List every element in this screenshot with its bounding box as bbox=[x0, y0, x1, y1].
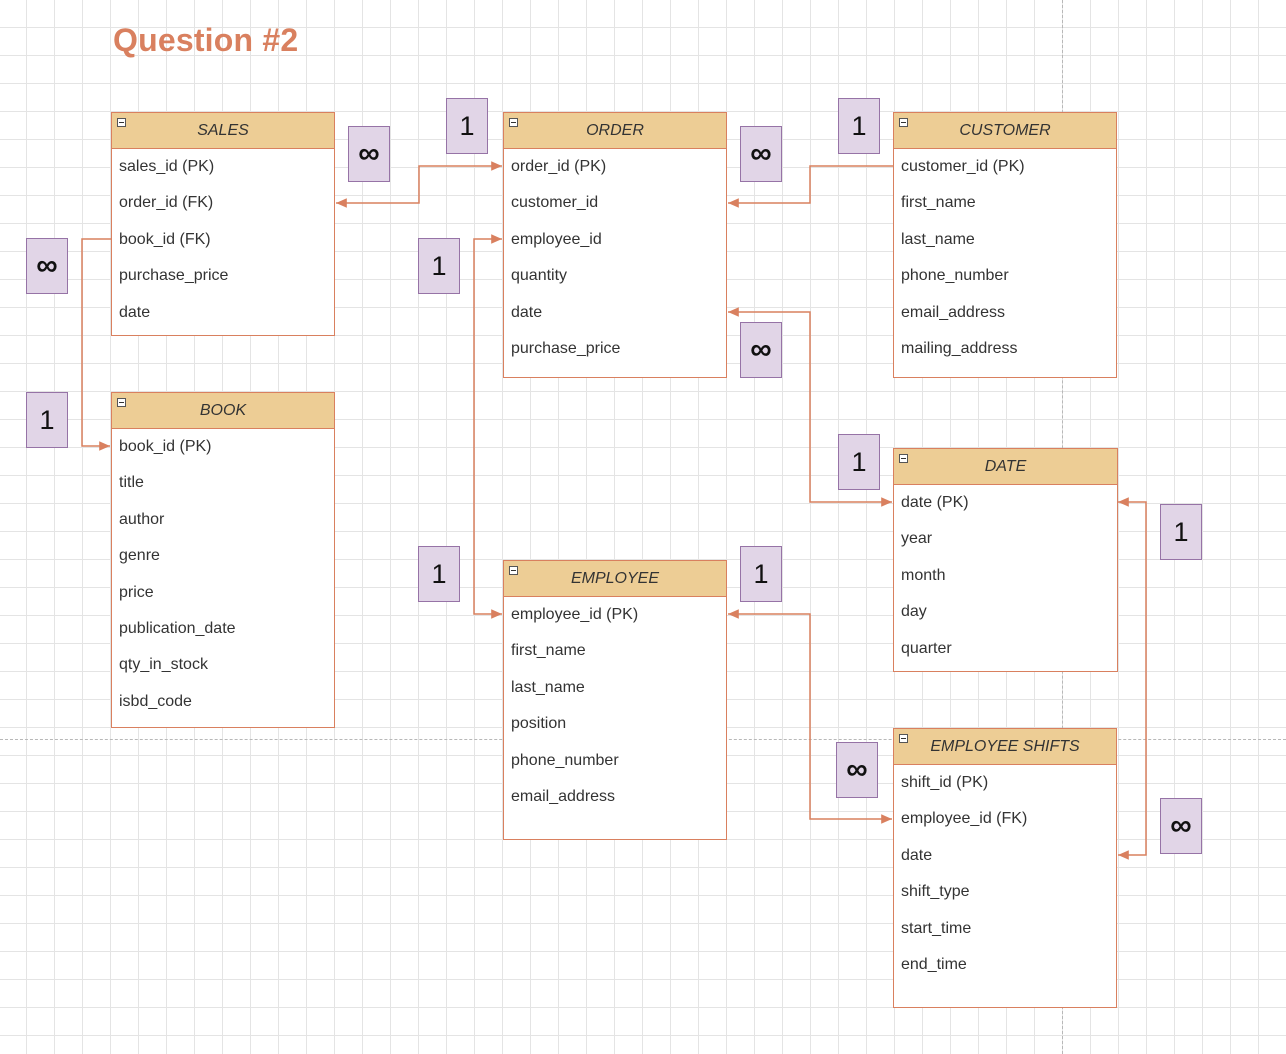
entity-header[interactable]: EMPLOYEE bbox=[504, 561, 726, 597]
entity-employee-shifts[interactable]: EMPLOYEE SHIFTS shift_id (PK) employee_i… bbox=[893, 728, 1117, 1008]
field-email-address[interactable]: email_address bbox=[511, 787, 616, 805]
cardinality-sales-order-many[interactable]: ∞ bbox=[348, 126, 390, 182]
field-customer-id[interactable]: customer_id (PK) bbox=[901, 158, 1025, 175]
entity-header[interactable]: SALES bbox=[112, 113, 334, 149]
entity-name: SALES bbox=[197, 122, 249, 139]
link-customer-to-order[interactable] bbox=[728, 165, 893, 208]
entity-header[interactable]: DATE bbox=[894, 449, 1117, 485]
link-employee-to-shifts[interactable] bbox=[728, 609, 892, 824]
entity-book[interactable]: BOOK book_id (PK) title author genre pri… bbox=[111, 392, 335, 728]
cardinality-order-customer-many[interactable]: ∞ bbox=[740, 126, 782, 182]
field-shift-id[interactable]: shift_id (PK) bbox=[901, 774, 989, 791]
entity-customer[interactable]: CUSTOMER customer_id (PK) first_name las… bbox=[893, 112, 1117, 378]
entity-header[interactable]: BOOK bbox=[112, 393, 334, 429]
field-position[interactable]: position bbox=[511, 715, 567, 733]
entity-header[interactable]: ORDER bbox=[504, 113, 726, 149]
field-start-time[interactable]: start_time bbox=[901, 919, 972, 937]
field-book-id[interactable]: book_id (FK) bbox=[119, 230, 211, 248]
field-customer-id[interactable]: customer_id bbox=[511, 194, 599, 212]
field-date[interactable]: date bbox=[119, 303, 151, 321]
field-book-id[interactable]: book_id (PK) bbox=[119, 438, 212, 455]
field-mailing-address[interactable]: mailing_address bbox=[901, 339, 1018, 357]
field-purchase-price[interactable]: purchase_price bbox=[511, 339, 621, 357]
entity-order[interactable]: ORDER order_id (PK) customer_id employee… bbox=[503, 112, 727, 378]
field-month[interactable]: month bbox=[901, 566, 946, 584]
cardinality-employee-order-one[interactable]: 1 bbox=[418, 546, 460, 602]
field-phone-number[interactable]: phone_number bbox=[901, 267, 1009, 285]
entity-employee[interactable]: EMPLOYEE employee_id (PK) first_name las… bbox=[503, 560, 727, 840]
link-employee-to-order[interactable] bbox=[473, 234, 502, 619]
field-employee-id[interactable]: employee_id (FK) bbox=[901, 810, 1028, 828]
collapse-icon[interactable] bbox=[509, 566, 518, 575]
field-employee-id[interactable]: employee_id (PK) bbox=[511, 606, 639, 623]
collapse-icon[interactable] bbox=[899, 118, 908, 127]
cardinality-employee-shifts-one[interactable]: 1 bbox=[740, 546, 782, 602]
cardinality-employee-shifts-many[interactable]: ∞ bbox=[836, 742, 878, 798]
collapse-icon[interactable] bbox=[117, 398, 126, 407]
field-email-address[interactable]: email_address bbox=[901, 303, 1006, 321]
cardinality-sales-book-many[interactable]: ∞ bbox=[26, 238, 68, 294]
entity-name: EMPLOYEE bbox=[570, 570, 660, 587]
cardinality-order-customer-one[interactable]: 1 bbox=[838, 98, 880, 154]
field-price[interactable]: price bbox=[119, 583, 154, 601]
cardinality-date-shifts-one[interactable]: 1 bbox=[1160, 504, 1202, 560]
field-employee-id[interactable]: employee_id bbox=[511, 230, 602, 248]
entity-sales[interactable]: SALES sales_id (PK) order_id (FK) book_i… bbox=[111, 112, 335, 336]
field-end-time[interactable]: end_time bbox=[901, 955, 967, 973]
entity-name: DATE bbox=[984, 458, 1027, 475]
link-sales-to-book[interactable] bbox=[81, 238, 111, 451]
field-qty-in-stock[interactable]: qty_in_stock bbox=[119, 656, 208, 674]
field-quantity[interactable]: quantity bbox=[511, 267, 568, 285]
link-date-to-shifts[interactable] bbox=[1118, 497, 1147, 860]
collapse-icon[interactable] bbox=[117, 118, 126, 127]
field-title[interactable]: title bbox=[119, 474, 144, 492]
field-genre[interactable]: genre bbox=[119, 547, 160, 565]
field-author[interactable]: author bbox=[119, 510, 165, 528]
field-last-name[interactable]: last_name bbox=[901, 230, 975, 248]
field-order-id[interactable]: order_id (FK) bbox=[119, 194, 214, 212]
cardinality-sales-book-one[interactable]: 1 bbox=[26, 392, 68, 448]
field-isbd-code[interactable]: isbd_code bbox=[119, 692, 192, 710]
field-last-name[interactable]: last_name bbox=[511, 678, 585, 696]
field-order-id[interactable]: order_id (PK) bbox=[511, 158, 607, 175]
entity-name: ORDER bbox=[586, 122, 644, 139]
field-shift-type[interactable]: shift_type bbox=[901, 883, 970, 901]
collapse-icon[interactable] bbox=[899, 454, 908, 463]
entity-name: EMPLOYEE SHIFTS bbox=[930, 738, 1080, 755]
field-date[interactable]: date bbox=[511, 303, 543, 321]
cardinality-order-date-many[interactable]: ∞ bbox=[740, 322, 782, 378]
entity-date[interactable]: DATE date (PK) year month day quarter bbox=[893, 448, 1118, 672]
cardinality-order-date-one[interactable]: 1 bbox=[838, 434, 880, 490]
entity-name: CUSTOMER bbox=[959, 122, 1051, 139]
entity-header[interactable]: CUSTOMER bbox=[894, 113, 1116, 149]
field-date[interactable]: date (PK) bbox=[901, 494, 969, 511]
collapse-icon[interactable] bbox=[899, 734, 908, 743]
diagram-title: Question #2 bbox=[113, 22, 299, 58]
link-order-to-sales[interactable] bbox=[336, 161, 502, 208]
field-quarter[interactable]: quarter bbox=[901, 639, 952, 657]
entity-header[interactable]: EMPLOYEE SHIFTS bbox=[894, 729, 1116, 765]
field-publication-date[interactable]: publication_date bbox=[119, 619, 236, 637]
field-sales-id[interactable]: sales_id (PK) bbox=[119, 158, 215, 175]
cardinality-sales-order-one[interactable]: 1 bbox=[446, 98, 488, 154]
field-day[interactable]: day bbox=[901, 603, 927, 621]
link-order-to-date[interactable] bbox=[728, 307, 892, 507]
field-purchase-price[interactable]: purchase_price bbox=[119, 267, 229, 285]
entity-name: BOOK bbox=[199, 402, 247, 419]
cardinality-date-shifts-many[interactable]: ∞ bbox=[1160, 798, 1202, 854]
field-year[interactable]: year bbox=[901, 530, 933, 548]
field-first-name[interactable]: first_name bbox=[901, 194, 976, 212]
field-phone-number[interactable]: phone_number bbox=[511, 751, 619, 769]
cardinality-order-employee-one[interactable]: 1 bbox=[418, 238, 460, 294]
field-date[interactable]: date bbox=[901, 846, 933, 864]
field-first-name[interactable]: first_name bbox=[511, 642, 586, 660]
collapse-icon[interactable] bbox=[509, 118, 518, 127]
